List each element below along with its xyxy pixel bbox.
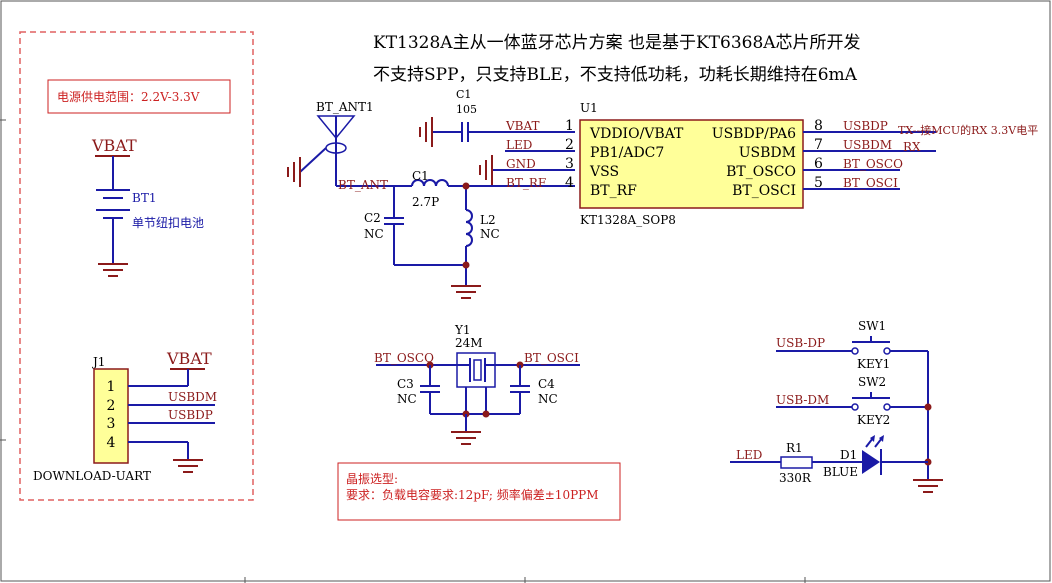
- conn-pin-2: 2: [107, 398, 116, 414]
- battery-ref: BT1: [132, 191, 156, 205]
- pin-num-4: 4: [565, 175, 574, 191]
- rx-note: RX: [903, 140, 921, 154]
- net-bt-osci: BT_OSCI: [843, 176, 898, 190]
- rf-inductor-l2: [465, 209, 473, 247]
- led-net: LED: [736, 448, 762, 462]
- keys-ground-icon: [912, 479, 944, 493]
- chip-part: KT1328A_SOP8: [580, 213, 676, 227]
- connector-body: [93, 368, 129, 464]
- rf-c1-val: 2.7P: [412, 195, 439, 209]
- pin-num-1: 1: [565, 118, 574, 134]
- crystal-body: [456, 352, 496, 388]
- conn-pin-3: 3: [107, 416, 116, 432]
- vss-ground-icon: [479, 154, 493, 186]
- pin-name-7: USBDM: [739, 145, 796, 161]
- net-bt-osco: BT_OSCO: [843, 157, 903, 171]
- pin-name-5: BT_OSCI: [732, 183, 796, 199]
- pin-name-3: VSS: [589, 164, 619, 180]
- rf-c2-val: NC: [364, 227, 384, 241]
- net-vbat: VBAT: [505, 119, 540, 133]
- chip-ref: U1: [580, 101, 598, 115]
- net-led: LED: [506, 138, 532, 152]
- xtal-ground-icon: [450, 431, 482, 445]
- net-usbdp: USBDP: [843, 119, 888, 133]
- conn-pin-1: 1: [107, 379, 116, 395]
- xtal-c4-val: NC: [538, 392, 558, 406]
- rf-c2-ref: C2: [364, 211, 381, 225]
- crystal-note-body: 要求：负载电容要求:12pF; 频率偏差±10PPM: [346, 487, 599, 502]
- net-gnd: GND: [506, 157, 536, 171]
- pin-name-4: BT_RF: [590, 183, 637, 199]
- xtal-c3-ref: C3: [397, 377, 414, 391]
- pin-num-7: 7: [814, 137, 823, 153]
- sw1-ref: SW1: [858, 319, 886, 333]
- sw2-net: USB-DM: [776, 393, 829, 407]
- crystal-note-title: 晶振选型:: [346, 472, 398, 486]
- pin-num-5: 5: [814, 175, 823, 191]
- rf-l2-ref: L2: [480, 213, 496, 227]
- crystal-ref: Y1: [454, 323, 471, 337]
- pin-name-6: BT_OSCO: [726, 164, 796, 180]
- header-line-2: 不支持SPP，只支持BLE，不支持低功耗，功耗长期维持在6mA: [373, 65, 858, 85]
- conn-ground-icon: [172, 459, 204, 473]
- rf-ground-icon: [450, 285, 482, 299]
- header-line-1: KT1328A主从一体蓝牙芯片方案 也是基于KT6368A芯片所开发: [373, 33, 861, 53]
- pin-num-8: 8: [814, 118, 823, 134]
- pin-name-2: PB1/ADC7: [590, 145, 664, 161]
- rf-c1-ref: C1: [412, 169, 429, 183]
- tx-note: TX--接MCU的RX 3.3V电平: [898, 123, 1038, 137]
- vbat-label-top: VBAT: [91, 136, 137, 155]
- led-diode-icon: [862, 450, 880, 474]
- conn-net-usbdm: USBDM: [168, 390, 217, 404]
- decap-ref: C1: [456, 88, 471, 101]
- net-usbdm: USBDM: [843, 138, 892, 152]
- antenna-ground-icon: [287, 156, 301, 188]
- chip-body: [579, 119, 804, 209]
- battery-ground-icon: [97, 263, 129, 277]
- r1-ref: R1: [786, 441, 803, 455]
- pin-name-1: VDDIO/VBAT: [589, 126, 684, 142]
- connector-name: DOWNLOAD-UART: [33, 469, 151, 483]
- sw2-ref: SW2: [858, 375, 886, 389]
- pin-num-3: 3: [565, 156, 574, 172]
- power-range-note: 电源供电范围：2.2V-3.3V: [57, 90, 200, 104]
- pin-num-6: 6: [814, 156, 823, 172]
- net-bt-ant: BT_ANT: [338, 178, 388, 192]
- antenna-ref: BT_ANT1: [316, 100, 374, 114]
- xtal-net-right: BT_OSCI: [524, 351, 579, 365]
- net-bt-rf: BT_RF: [506, 176, 546, 190]
- d1-ref: D1: [840, 448, 857, 462]
- xtal-c3-val: NC: [397, 392, 417, 406]
- sw2-name: KEY2: [857, 413, 890, 427]
- resistor-r1: [780, 456, 813, 469]
- decap-ground-icon: [419, 116, 433, 148]
- battery-desc: 单节纽扣电池: [132, 216, 204, 230]
- xtal-c4-ref: C4: [538, 377, 555, 391]
- xtal-net-left: BT_OSCO: [374, 351, 434, 365]
- vbat-label-conn: VBAT: [166, 349, 212, 368]
- connector-ref: J1: [91, 355, 105, 369]
- decap-value: 105: [456, 103, 477, 116]
- sw1-name: KEY1: [857, 357, 890, 371]
- rf-l2-val: NC: [480, 227, 500, 241]
- conn-net-usbdp: USBDP: [168, 408, 213, 422]
- pin-name-8: USBDP/PA6: [712, 126, 796, 142]
- crystal-note-box: [337, 462, 621, 521]
- pin-num-2: 2: [565, 137, 574, 153]
- conn-pin-4: 4: [107, 435, 116, 451]
- d1-val: BLUE: [823, 465, 858, 479]
- r1-val: 330R: [779, 471, 812, 485]
- power-range-note-box: [47, 79, 231, 114]
- crystal-value: 24M: [455, 336, 483, 350]
- sw1-net: USB-DP: [776, 336, 825, 350]
- rf-inductor-c1: [411, 179, 449, 187]
